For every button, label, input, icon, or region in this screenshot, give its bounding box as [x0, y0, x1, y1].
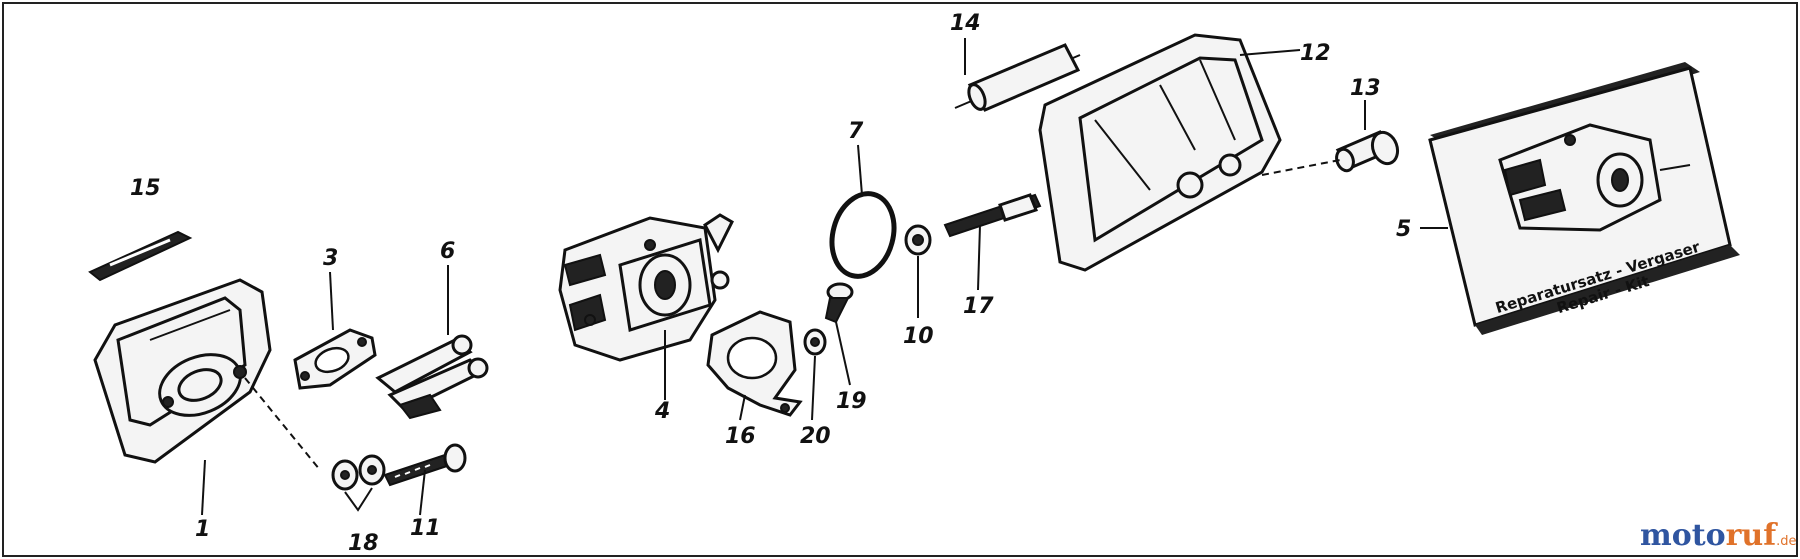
callout-16: 16	[725, 424, 756, 449]
callout-12: 12	[1300, 41, 1331, 66]
callout-15: 15	[130, 176, 161, 201]
part-10-nut	[904, 224, 932, 318]
part-5-repair-kit-box: Reparatursatz - Vergaser Repair - Kit	[1420, 62, 1740, 335]
part-15-gasket-strip	[88, 230, 193, 282]
part-1-intake-housing	[93, 278, 321, 471]
part-4-carburetor	[558, 213, 734, 400]
callout-19: 19	[836, 389, 867, 414]
motoruf-watermark: motoruf.de	[1640, 518, 1797, 553]
part-13-knob	[1261, 100, 1400, 176]
part-11-screw	[383, 443, 467, 516]
leader-1	[201, 459, 206, 516]
callout-17: 17	[963, 294, 994, 319]
leader-3	[329, 271, 334, 331]
part-16-flange-gasket	[706, 310, 803, 421]
callout-13: 13	[1350, 76, 1381, 101]
part-12-filter-cover	[1038, 33, 1301, 272]
callout-6: 6	[440, 239, 455, 264]
callout-7: 7	[848, 119, 864, 144]
callout-5: 5	[1396, 217, 1411, 242]
callout-11: 11	[410, 516, 441, 541]
part-14-pin	[954, 38, 1081, 112]
part-7-o-ring	[829, 144, 897, 279]
callout-20: 20	[800, 424, 831, 449]
part-17-stud-bolt	[943, 193, 1042, 291]
callout-4: 4	[654, 399, 670, 424]
part-18-washers	[331, 454, 386, 512]
callout-18: 18	[348, 531, 379, 556]
part-20-nut	[803, 328, 827, 421]
part-6-shaft-assembly	[375, 334, 489, 420]
watermark-text: motoruf.de	[1640, 518, 1797, 553]
callout-3: 3	[323, 246, 338, 271]
callout-14: 14	[950, 11, 981, 36]
part-3-gasket	[293, 328, 377, 390]
callout-1: 1	[195, 517, 210, 542]
part-19-screw	[824, 282, 854, 386]
callout-10: 10	[903, 324, 934, 349]
